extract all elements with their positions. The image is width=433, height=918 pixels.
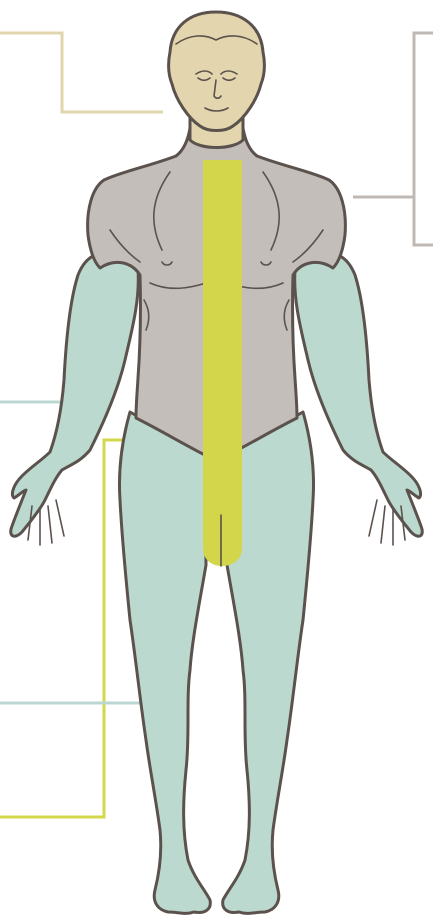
axial-midline-lower [203, 455, 242, 566]
left-leg [119, 412, 210, 913]
trunk-leader-line [414, 33, 433, 245]
axial-midline-band [203, 160, 242, 455]
head [169, 12, 265, 131]
head-leader-line [0, 33, 163, 112]
